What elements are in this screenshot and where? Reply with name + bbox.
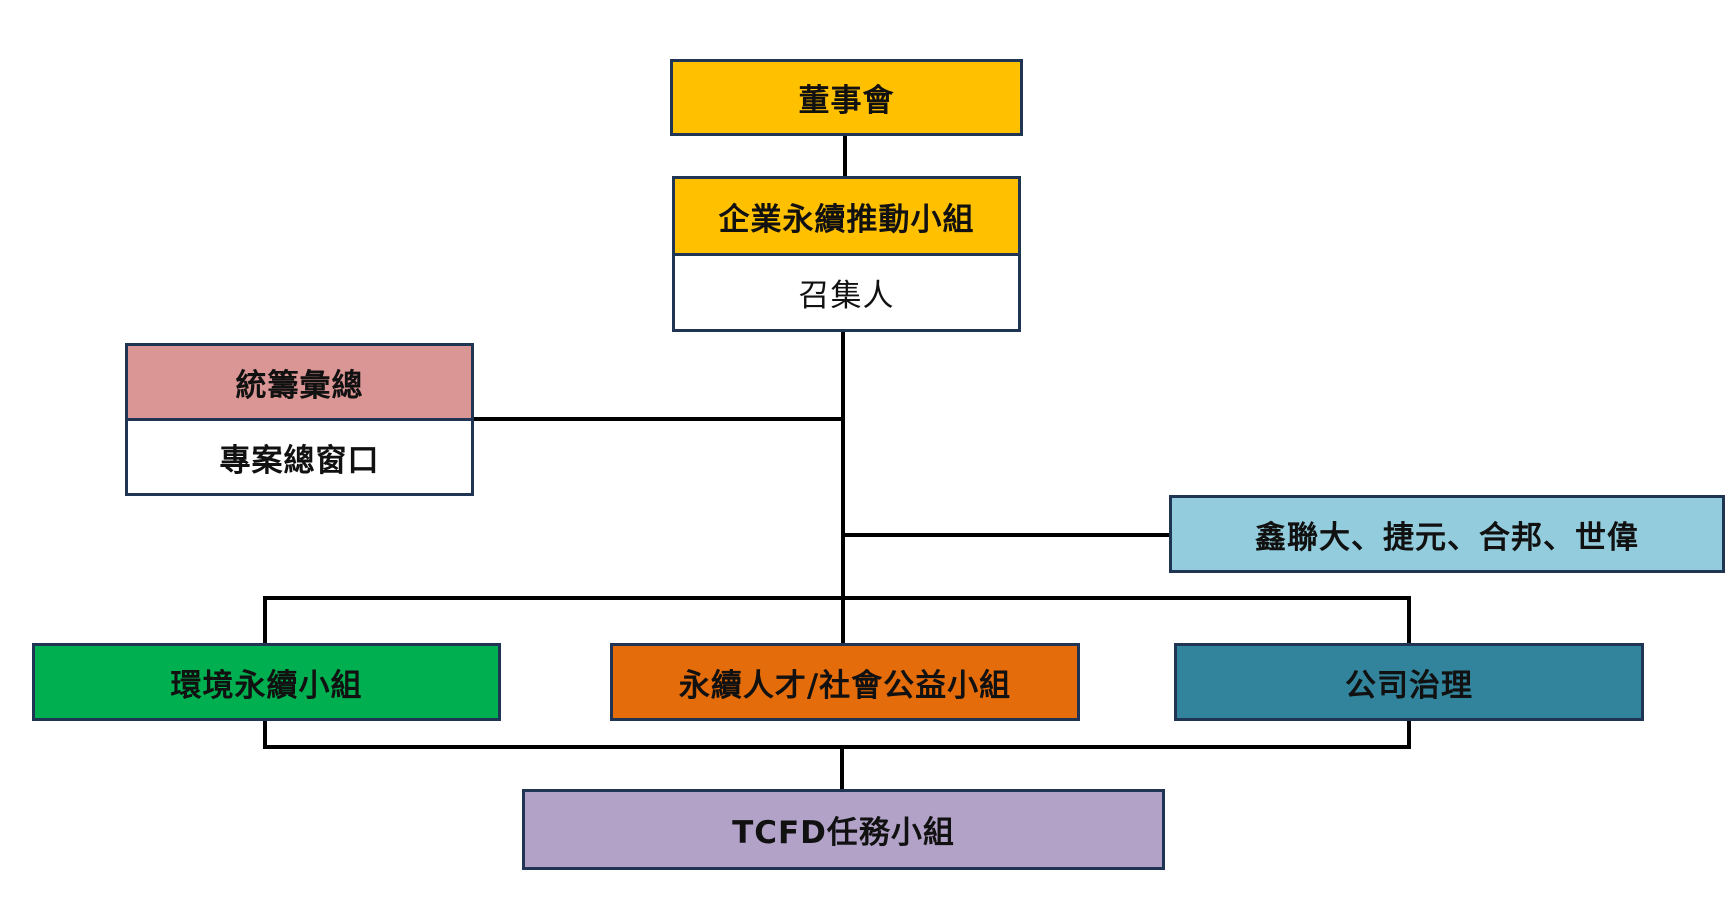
node-coordination: 統籌彙總 — [125, 343, 474, 421]
node-project-window-label: 專案總窗口 — [219, 442, 380, 479]
connector-bus-to-governance — [1407, 596, 1411, 643]
node-promotion-group-label: 企業永續推動小組 — [718, 201, 975, 238]
node-governance-label: 公司治理 — [1345, 667, 1473, 704]
connector-to-subsidiaries — [843, 533, 1169, 537]
node-governance: 公司治理 — [1174, 643, 1644, 721]
node-talent-social: 永續人才/社會公益小組 — [610, 643, 1080, 721]
connector-to-coordination — [474, 417, 843, 421]
connector-governance-down — [1407, 720, 1411, 749]
node-project-window: 專案總窗口 — [125, 418, 474, 496]
node-environment: 環境永續小組 — [32, 643, 501, 721]
node-convener: 召集人 — [672, 253, 1021, 332]
node-talent-social-label: 永續人才/社會公益小組 — [678, 667, 1012, 704]
node-promotion-group: 企業永續推動小組 — [672, 176, 1021, 256]
connector-top-bus — [263, 596, 1411, 600]
node-environment-label: 環境永續小組 — [170, 667, 363, 704]
connector-bus-to-tcfd — [840, 745, 844, 789]
node-tcfd: TCFD任務小組 — [522, 789, 1165, 870]
node-subsidiaries: 鑫聯大、捷元、合邦、世偉 — [1169, 495, 1725, 573]
connector-environment-down — [263, 720, 267, 749]
node-subsidiaries-label: 鑫聯大、捷元、合邦、世偉 — [1255, 519, 1639, 556]
node-board-label: 董事會 — [798, 83, 895, 119]
node-tcfd-label: TCFD任務小組 — [732, 815, 955, 851]
connector-bottom-bus — [263, 745, 1411, 749]
connector-bus-to-environment — [263, 596, 267, 643]
node-convener-label: 召集人 — [798, 278, 895, 314]
node-board: 董事會 — [670, 59, 1023, 136]
connector-board-to-promotion — [843, 136, 847, 176]
node-coordination-label: 統籌彙總 — [235, 367, 364, 404]
connector-main-trunk — [841, 332, 845, 643]
